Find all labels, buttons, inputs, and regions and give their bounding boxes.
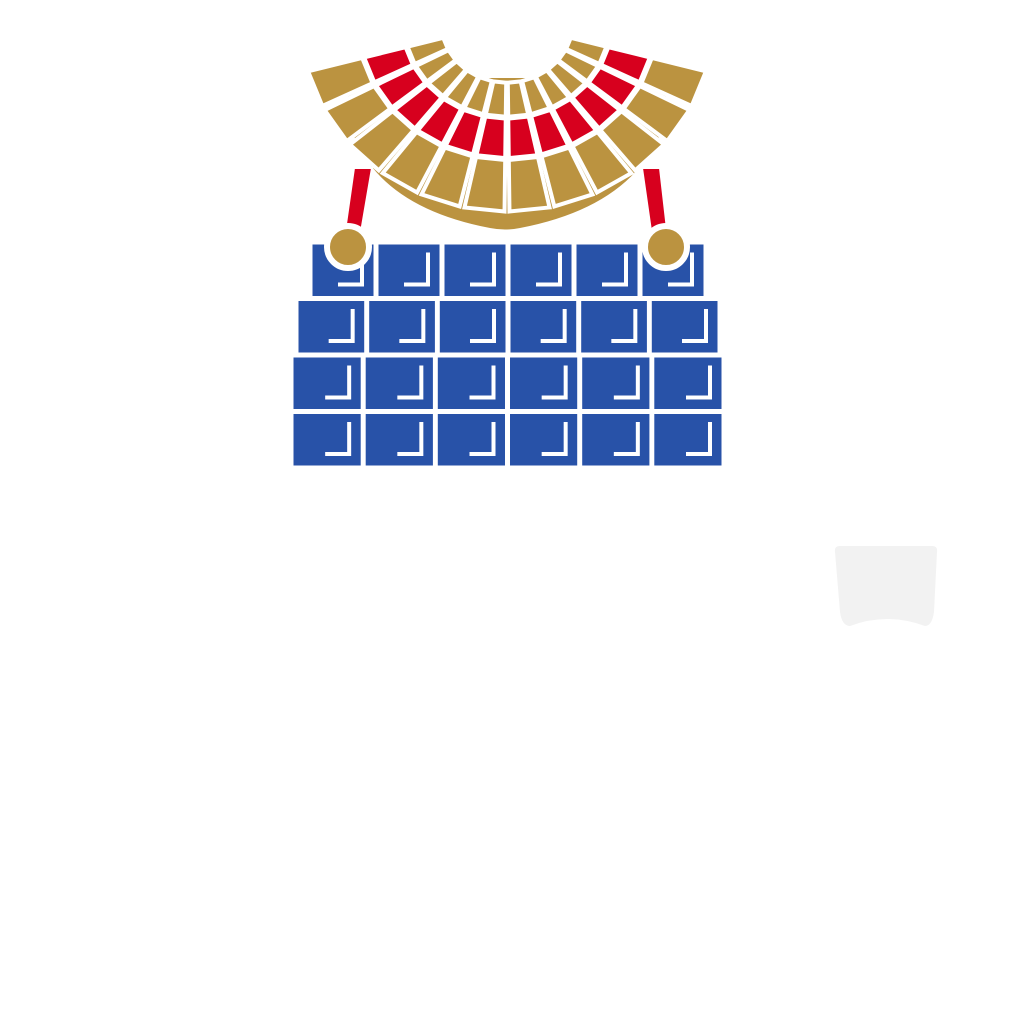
plate-bracket <box>668 252 694 287</box>
right-rivet <box>642 223 690 271</box>
plate-tile <box>510 244 572 296</box>
plate-bracket <box>397 365 424 400</box>
plate-bracket <box>682 309 708 343</box>
plate-bracket <box>686 365 712 400</box>
shield-placeholder-icon <box>834 546 938 626</box>
left-rivet <box>324 223 372 271</box>
plate-bracket <box>397 422 424 456</box>
plate-bracket <box>611 309 638 343</box>
plate-bracket <box>613 422 640 456</box>
plate-bracket <box>328 309 355 343</box>
plate-bracket <box>470 309 496 343</box>
collar-segments <box>305 35 709 214</box>
plate-bracket <box>470 252 496 287</box>
plate-bracket <box>399 309 426 343</box>
plate-tile <box>444 244 506 296</box>
plate-bracket <box>325 365 352 400</box>
plate-bracket <box>613 365 640 400</box>
plate-bracket <box>686 422 712 456</box>
plate-grid <box>293 244 722 466</box>
plate-bracket <box>325 422 352 456</box>
plate-bracket <box>541 365 568 400</box>
plate-bracket <box>469 422 496 456</box>
plate-bracket <box>404 252 430 287</box>
plate-tile <box>576 244 638 296</box>
plate-bracket <box>602 252 628 287</box>
collar-segment <box>404 35 451 67</box>
plate-bracket <box>469 365 496 400</box>
plate-tile <box>378 244 440 296</box>
plate-bracket <box>541 422 568 456</box>
plate-bracket <box>540 309 567 343</box>
plate-bracket <box>536 252 562 287</box>
